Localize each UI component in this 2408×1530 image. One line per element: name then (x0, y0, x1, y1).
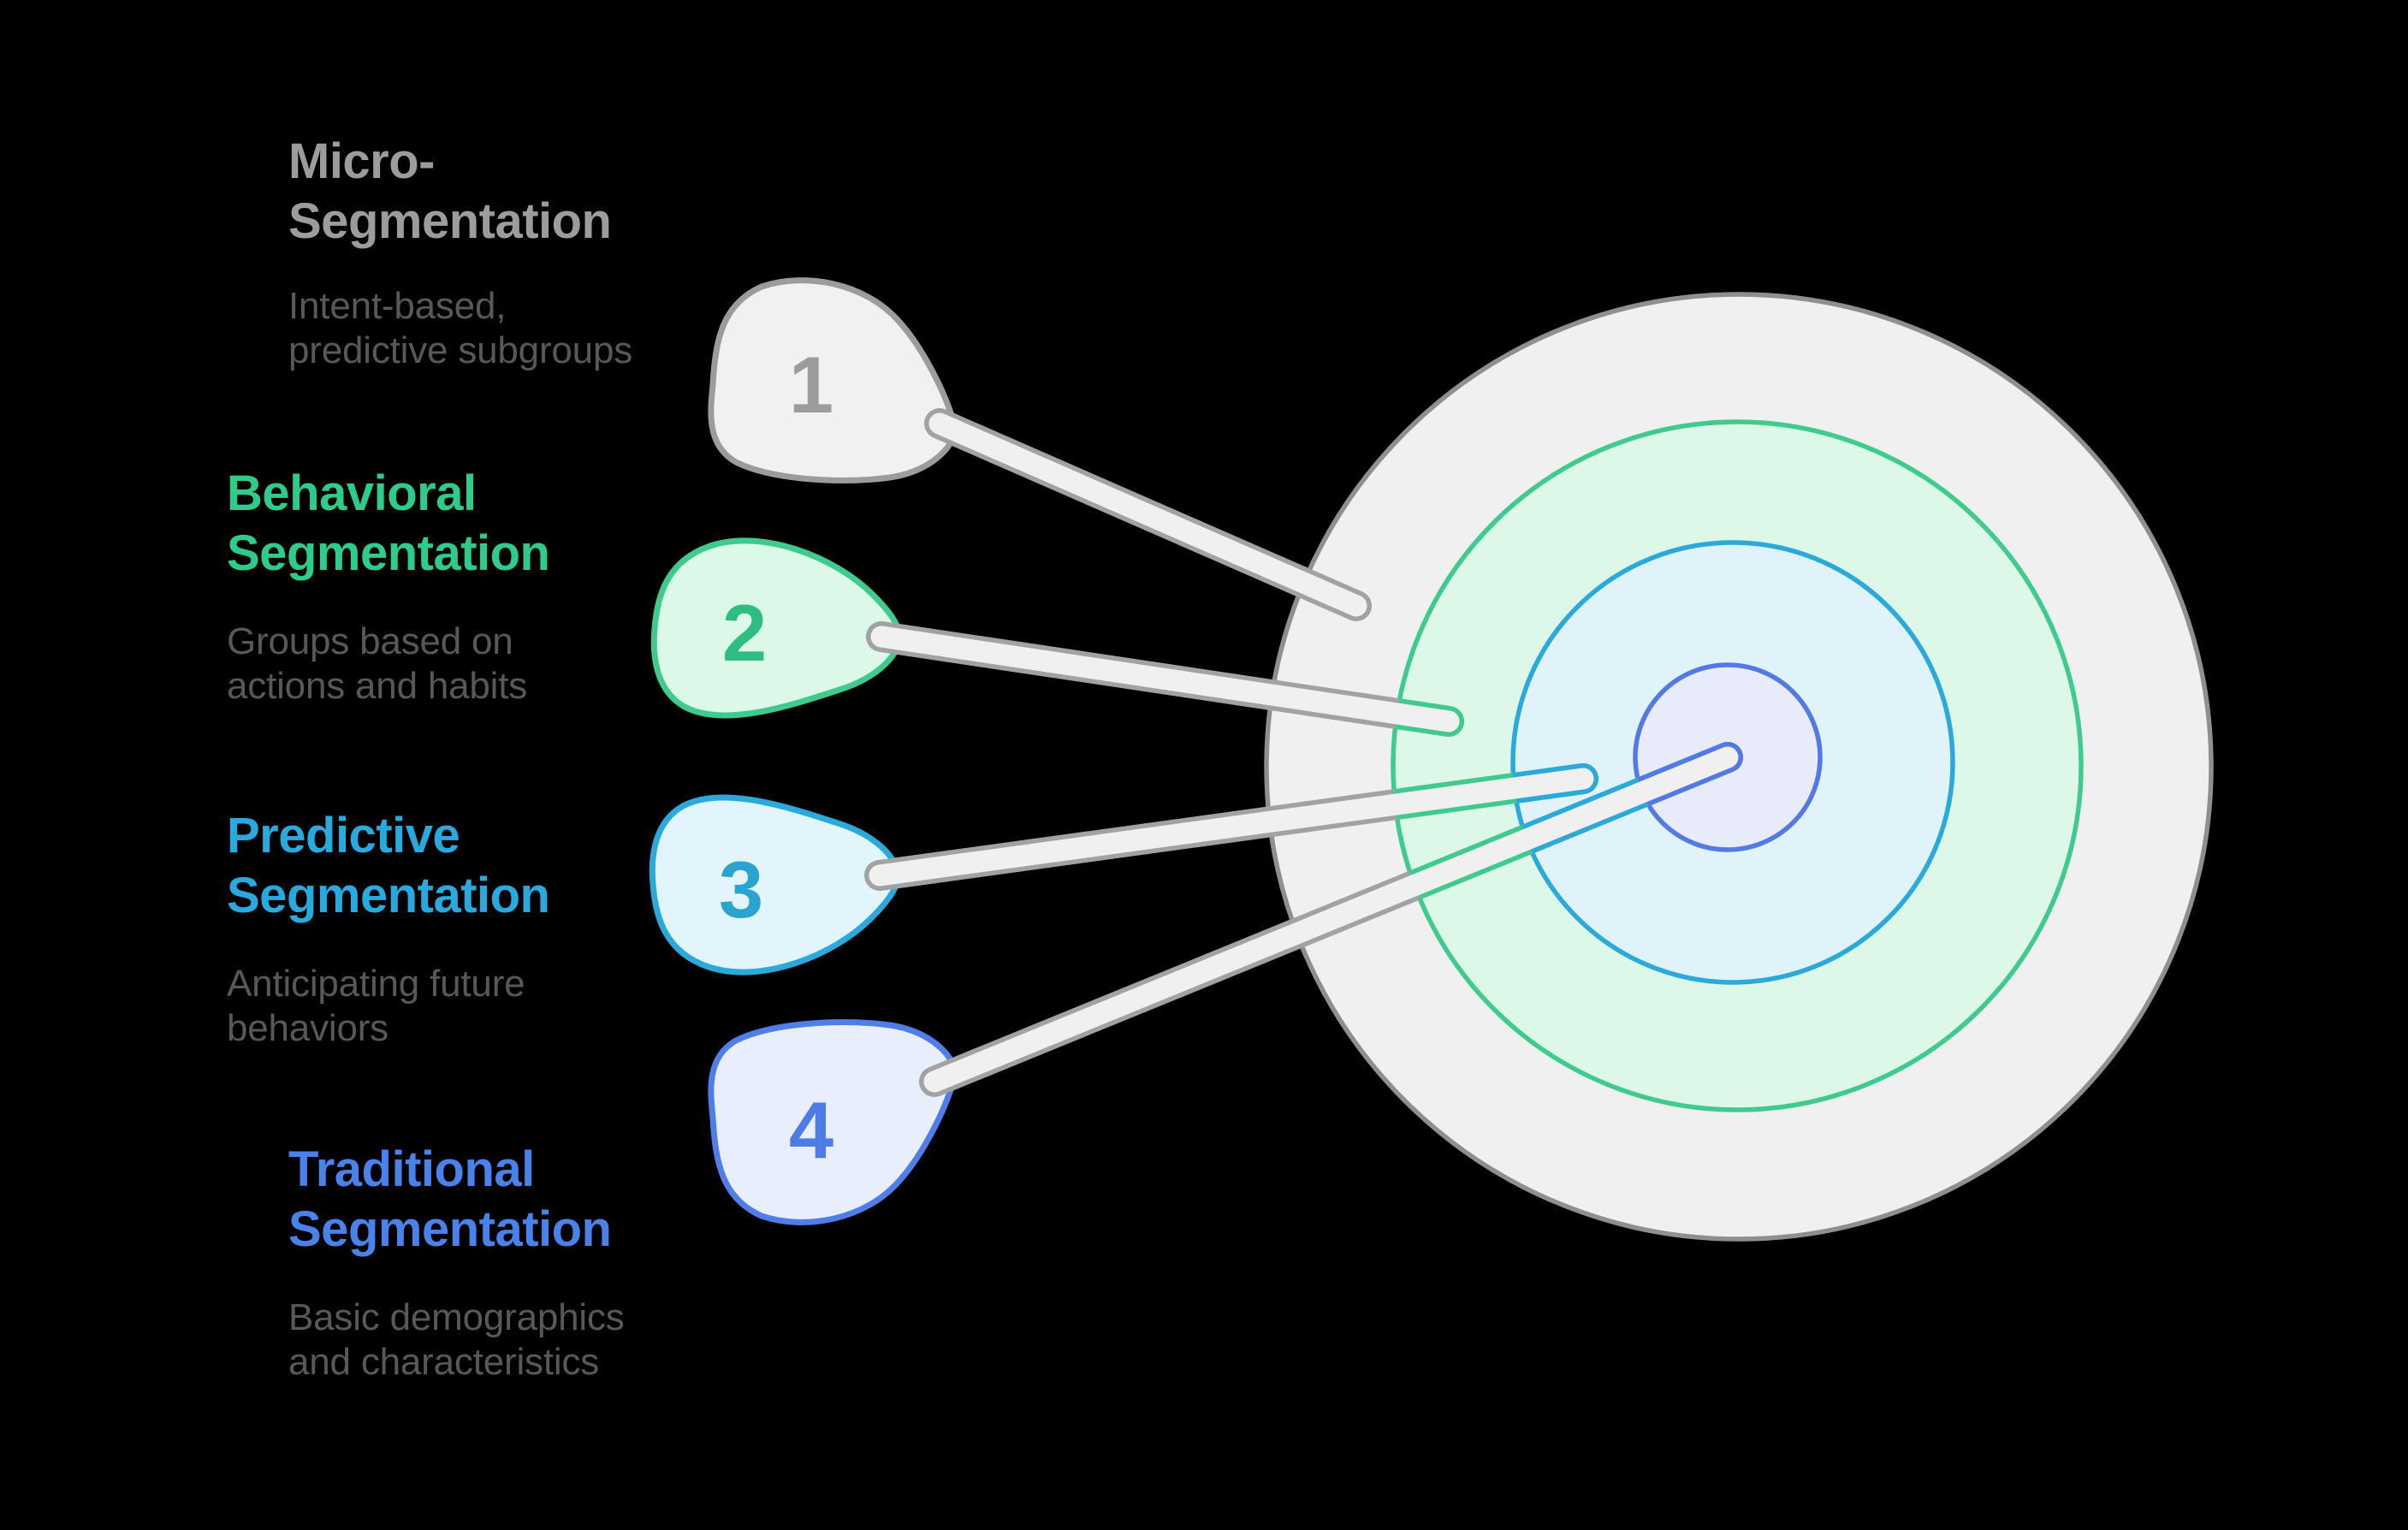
marker-blob-4 (708, 1019, 959, 1225)
connector-1-fill (928, 412, 1367, 617)
marker-blob-1 (708, 277, 959, 483)
connector-3 (864, 763, 1598, 891)
segment-description-predictive: Anticipating future behaviors (227, 963, 525, 1049)
segment-markers (649, 277, 959, 1225)
marker-number-1: 1 (789, 340, 833, 430)
connector-2 (866, 621, 1464, 737)
segment-label-group-1: Micro- Segmentation (288, 132, 819, 252)
segment-title-predictive: Predictive Segmentation (227, 808, 550, 923)
connector-4 (919, 742, 1743, 1097)
segment-label-group-3: Predictive Segmentation (227, 806, 757, 926)
segment-description-behavioral: Groups based on actions and habits (227, 620, 528, 707)
connector-4-fill (923, 746, 1739, 1093)
segment-title-behavioral: Behavioral Segmentation (227, 466, 550, 581)
marker-number-3: 3 (719, 845, 763, 934)
marker-number-2: 2 (722, 588, 767, 678)
connector-2-fill (870, 626, 1460, 732)
segment-description-micro: Intent-based, predictive subgroups (288, 285, 633, 371)
segment-title-micro: Micro- Segmentation (288, 133, 612, 249)
marker-numbers: 1 2 3 4 (719, 340, 833, 1175)
segment-title-traditional: Traditional Segmentation (288, 1142, 612, 1257)
segment-label-group-4: Traditional Segmentation (288, 1140, 819, 1260)
marker-blob-2 (650, 537, 904, 719)
marker-blob-3 (649, 794, 902, 976)
marker-number-4: 4 (789, 1085, 833, 1175)
segment-description-traditional: Basic demographics and characteristics (288, 1296, 625, 1383)
connector-1 (924, 408, 1372, 621)
connector-3-fill (869, 768, 1594, 887)
segment-label-group-2: Behavioral Segmentation (227, 464, 757, 584)
